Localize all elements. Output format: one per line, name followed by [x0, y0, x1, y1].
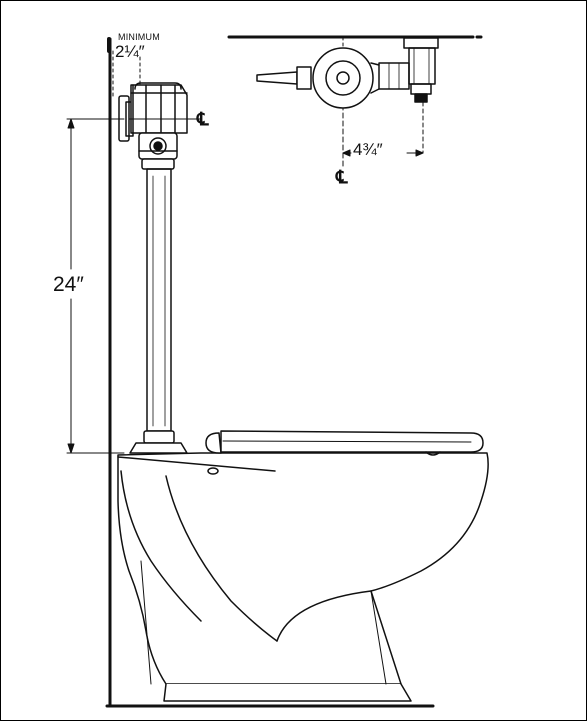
height-dimension — [66, 118, 125, 454]
toilet-bowl-icon — [117, 452, 489, 702]
minimum-label: MINIMUM — [118, 32, 160, 42]
offset-dimension — [342, 149, 424, 157]
wall — [105, 37, 435, 708]
spud-height-label: 24″ — [53, 273, 84, 296]
vacuum-breaker-tube-icon — [129, 168, 188, 454]
toilet-seat-icon — [205, 430, 484, 456]
top-view-flushometer — [227, 35, 483, 167]
centerline-symbol-side: ℄ — [197, 109, 209, 129]
centerline-symbol-top: ℄ — [336, 167, 348, 187]
offset-label: 4¾″ — [353, 140, 383, 159]
flushometer-valve-icon — [118, 82, 202, 170]
minimum-clearance-label: 2¼″ — [115, 42, 145, 61]
